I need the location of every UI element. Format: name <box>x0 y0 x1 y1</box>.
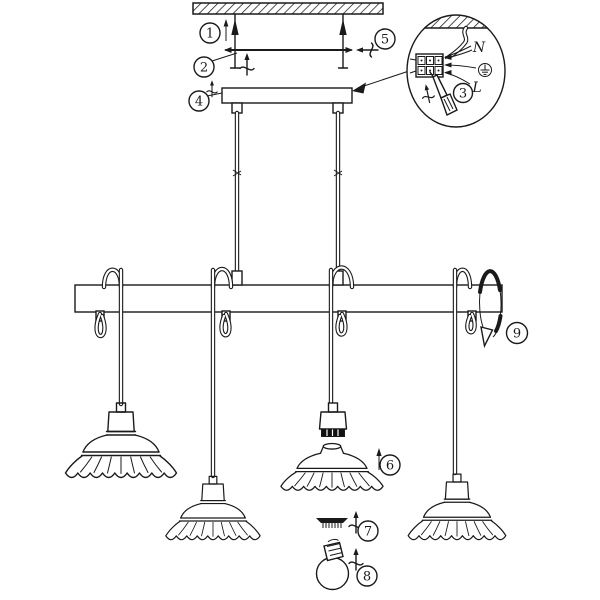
canopy-plate <box>221 87 353 114</box>
step-9-badge: 9 <box>505 321 529 345</box>
cord-wrap-1 <box>94 267 124 407</box>
bubble-ceiling-hatch <box>407 15 505 29</box>
mounting-bolts <box>223 13 349 69</box>
lamp-3-socket <box>318 402 348 437</box>
pendant-lamp-2 <box>165 475 261 541</box>
wiring-detail-bubble: N L 3 <box>406 14 506 128</box>
screw-icon <box>239 52 255 76</box>
up-arrow-icon <box>376 448 382 456</box>
ceiling-hatch <box>192 2 384 15</box>
step-8-badge: 8 <box>348 547 378 587</box>
cord-wrap-3 <box>328 265 355 406</box>
step-4-badge: 4 <box>188 79 223 112</box>
terminal-block <box>409 53 444 78</box>
terminal-wires <box>444 45 477 85</box>
pendant-lamp-4 <box>407 473 507 541</box>
cable-connector <box>231 270 243 286</box>
step-1-badge: 1 <box>199 22 221 44</box>
step-3-badge: 3 <box>452 82 474 104</box>
detail-leader <box>352 69 413 94</box>
bolt-arrow-up-icon <box>339 19 347 35</box>
cord-wrap-4 <box>452 267 477 476</box>
earth-ground-icon <box>478 63 492 77</box>
wood-beam <box>74 284 503 313</box>
cable-break-mark <box>333 169 343 177</box>
lamp-3-glass-shade <box>280 442 384 491</box>
step-2-number: 2 <box>200 61 208 76</box>
live-label: L <box>471 80 481 96</box>
neutral-label: N <box>472 40 486 56</box>
step-6-badge: 6 <box>376 448 401 476</box>
cable-break-mark <box>232 169 242 177</box>
screw-icon <box>348 547 364 571</box>
screwdriver-icon <box>429 71 458 116</box>
detail-arrow-icon <box>352 82 366 94</box>
mounting-bracket <box>224 47 353 76</box>
step-4-number: 4 <box>195 95 203 110</box>
screw-icon <box>355 42 379 58</box>
step-7-number: 7 <box>364 525 372 540</box>
pendant-lamp-1 <box>64 402 178 479</box>
step-5-number: 5 <box>381 33 389 48</box>
step-6-number: 6 <box>386 459 394 474</box>
step-8-number: 8 <box>363 570 371 585</box>
suspension-cables <box>232 110 343 275</box>
shade-ring <box>316 518 348 528</box>
step-9-number: 9 <box>513 327 521 342</box>
step-7-badge: 7 <box>348 510 379 542</box>
step-1-number: 1 <box>206 27 214 42</box>
light-bulb-icon <box>315 538 350 591</box>
step-5-badge: 5 <box>355 28 396 58</box>
cord-wrap-2 <box>210 267 234 479</box>
step-3-number: 3 <box>459 87 467 102</box>
wrap-rotation-arrow-icon <box>478 269 503 349</box>
step-2-badge: 2 <box>193 52 238 78</box>
bolt-arrow-up-icon <box>231 19 239 35</box>
leader-line <box>211 52 238 62</box>
